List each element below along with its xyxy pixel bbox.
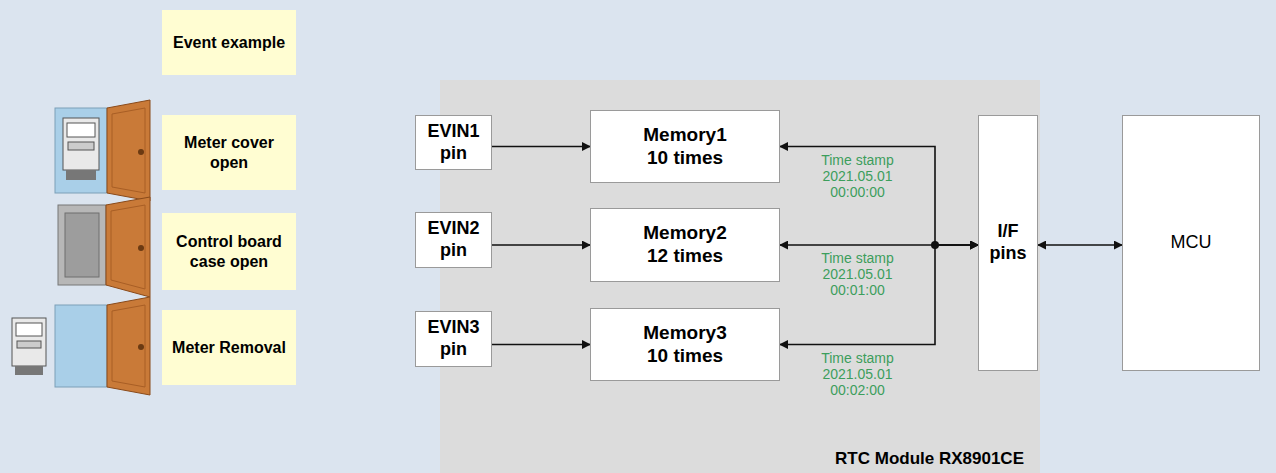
node-text: EVIN3 pin <box>420 317 487 360</box>
timestamp-label: Time stamp 2021.05.01 00:01:00 <box>808 250 908 298</box>
timestamp-label: Time stamp 2021.05.01 00:02:00 <box>808 350 908 398</box>
rtc-module-region: RTC Module RX8901CEEVIN1 pinMemory110 ti… <box>440 80 1040 473</box>
memory-box: Memory310 times <box>590 308 780 381</box>
interface-box: I/F pins <box>978 115 1038 371</box>
pin-box: EVIN3 pin <box>415 311 492 367</box>
connector-arrow <box>780 147 978 246</box>
connector-arrow <box>492 344 590 346</box>
memory-box: Memory212 times <box>590 208 780 282</box>
node-text: 12 times <box>647 245 723 268</box>
node-text: I/F pins <box>983 221 1033 264</box>
junction-dot <box>931 241 939 249</box>
connector-arrow <box>492 244 590 246</box>
node-text: 10 times <box>647 147 723 170</box>
mcu-box: MCU <box>1122 115 1260 371</box>
node-text: RTC Module RX8901CE <box>835 449 1024 469</box>
meter-removal-icon <box>12 297 150 395</box>
node-text: MCU <box>1171 232 1212 254</box>
node-text: Memory1 <box>643 124 726 147</box>
event-box: Meter cover open <box>162 115 296 190</box>
node-text: 10 times <box>647 345 723 368</box>
pin-box: EVIN1 pin <box>415 115 492 170</box>
node-text: Meter Removal <box>172 338 286 357</box>
meter-cabinet-icon <box>55 100 150 201</box>
node-text: EVIN2 pin <box>420 218 487 261</box>
event-box: Control board case open <box>162 213 296 290</box>
control-case-icon <box>58 197 150 297</box>
node-text: Memory2 <box>643 222 726 245</box>
title-box: Event example <box>162 10 296 75</box>
connector-arrow <box>780 245 978 345</box>
event-box: Meter Removal <box>162 310 296 385</box>
memory-box: Memory110 times <box>590 110 780 183</box>
connector-arrow <box>1038 244 1122 246</box>
connector-arrow <box>492 146 590 148</box>
node-text: Memory3 <box>643 322 726 345</box>
node-text: EVIN1 pin <box>420 121 487 164</box>
timestamp-label: Time stamp 2021.05.01 00:00:00 <box>808 152 908 200</box>
node-text: Event example <box>173 33 285 52</box>
connector-arrow <box>780 244 978 246</box>
node-text: Control board case open <box>166 232 292 270</box>
node-text: Meter cover open <box>166 133 292 171</box>
pin-box: EVIN2 pin <box>415 212 492 268</box>
